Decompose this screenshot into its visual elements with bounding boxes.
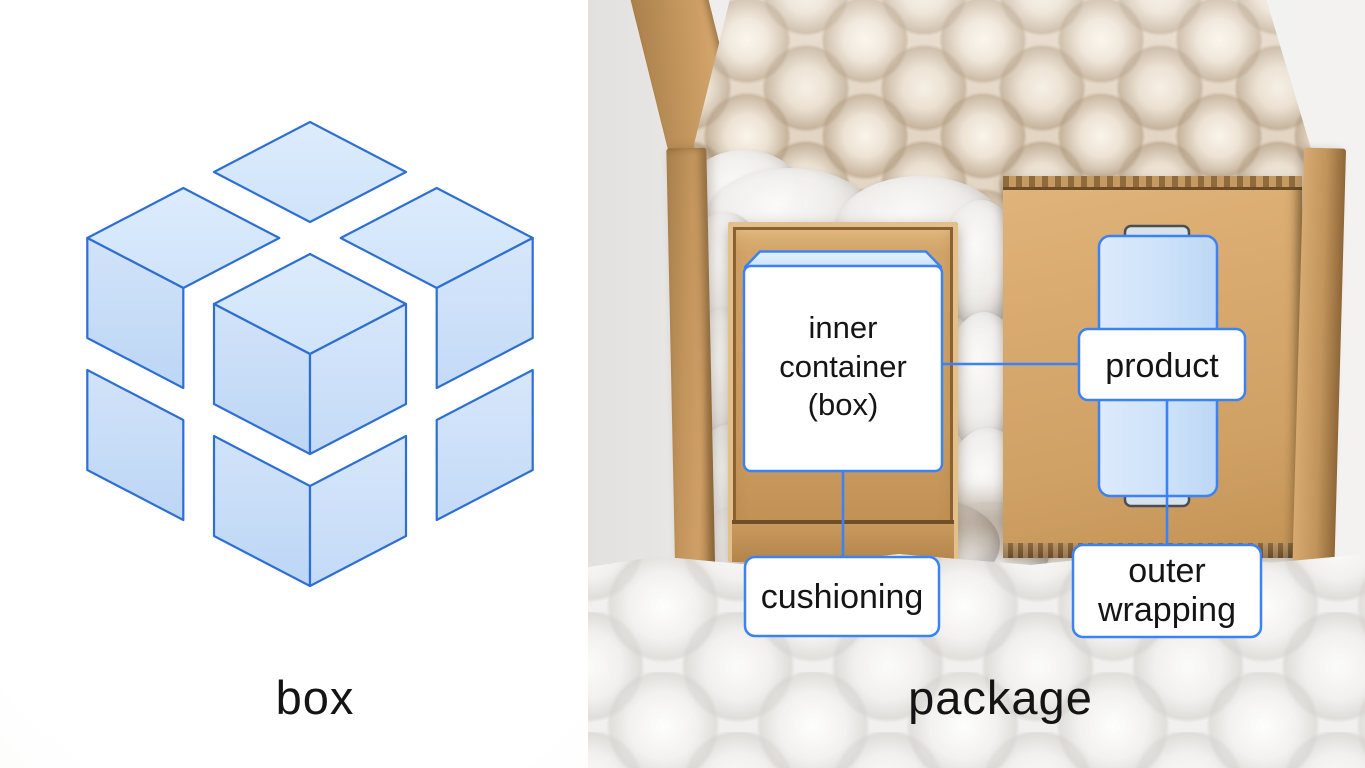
cube-front-bottom: [212, 434, 408, 588]
box-caption: box: [275, 671, 355, 724]
outer-wrapping-label: outer wrapping: [1071, 543, 1263, 639]
inner-container-label-line1: inner: [809, 310, 878, 345]
inner-container-callout: inner container (box): [742, 250, 944, 473]
inner-container-top-face: [743, 250, 943, 269]
cushioning-label-text: cushioning: [761, 578, 924, 616]
cube-left-top: [86, 186, 281, 390]
cube-right-bottom: [435, 368, 534, 522]
package-caption: package: [908, 671, 1093, 724]
inner-container-face: [742, 264, 944, 473]
inner-container-label-line3: (box): [808, 387, 879, 422]
product-label-text: product: [1105, 347, 1219, 385]
outer-wrapping-label-line1: outer: [1128, 552, 1206, 590]
box-panel: box: [0, 0, 588, 768]
cushioning-label: cushioning: [743, 555, 941, 638]
cube-back-top: [212, 120, 408, 224]
exploded-cube-illustration: [86, 120, 534, 588]
package-panel: inner container (box) product cushioning…: [588, 0, 1365, 768]
cube-front-top: [212, 252, 408, 456]
package-annotations: inner container (box) product cushioning…: [742, 224, 1263, 639]
cube-left-bottom: [86, 368, 185, 522]
cube-right-top: [339, 186, 534, 390]
product-label: product: [1077, 327, 1247, 402]
inner-container-label-line2: container: [779, 349, 907, 384]
outer-wrapping-label-line2: wrapping: [1097, 591, 1236, 629]
